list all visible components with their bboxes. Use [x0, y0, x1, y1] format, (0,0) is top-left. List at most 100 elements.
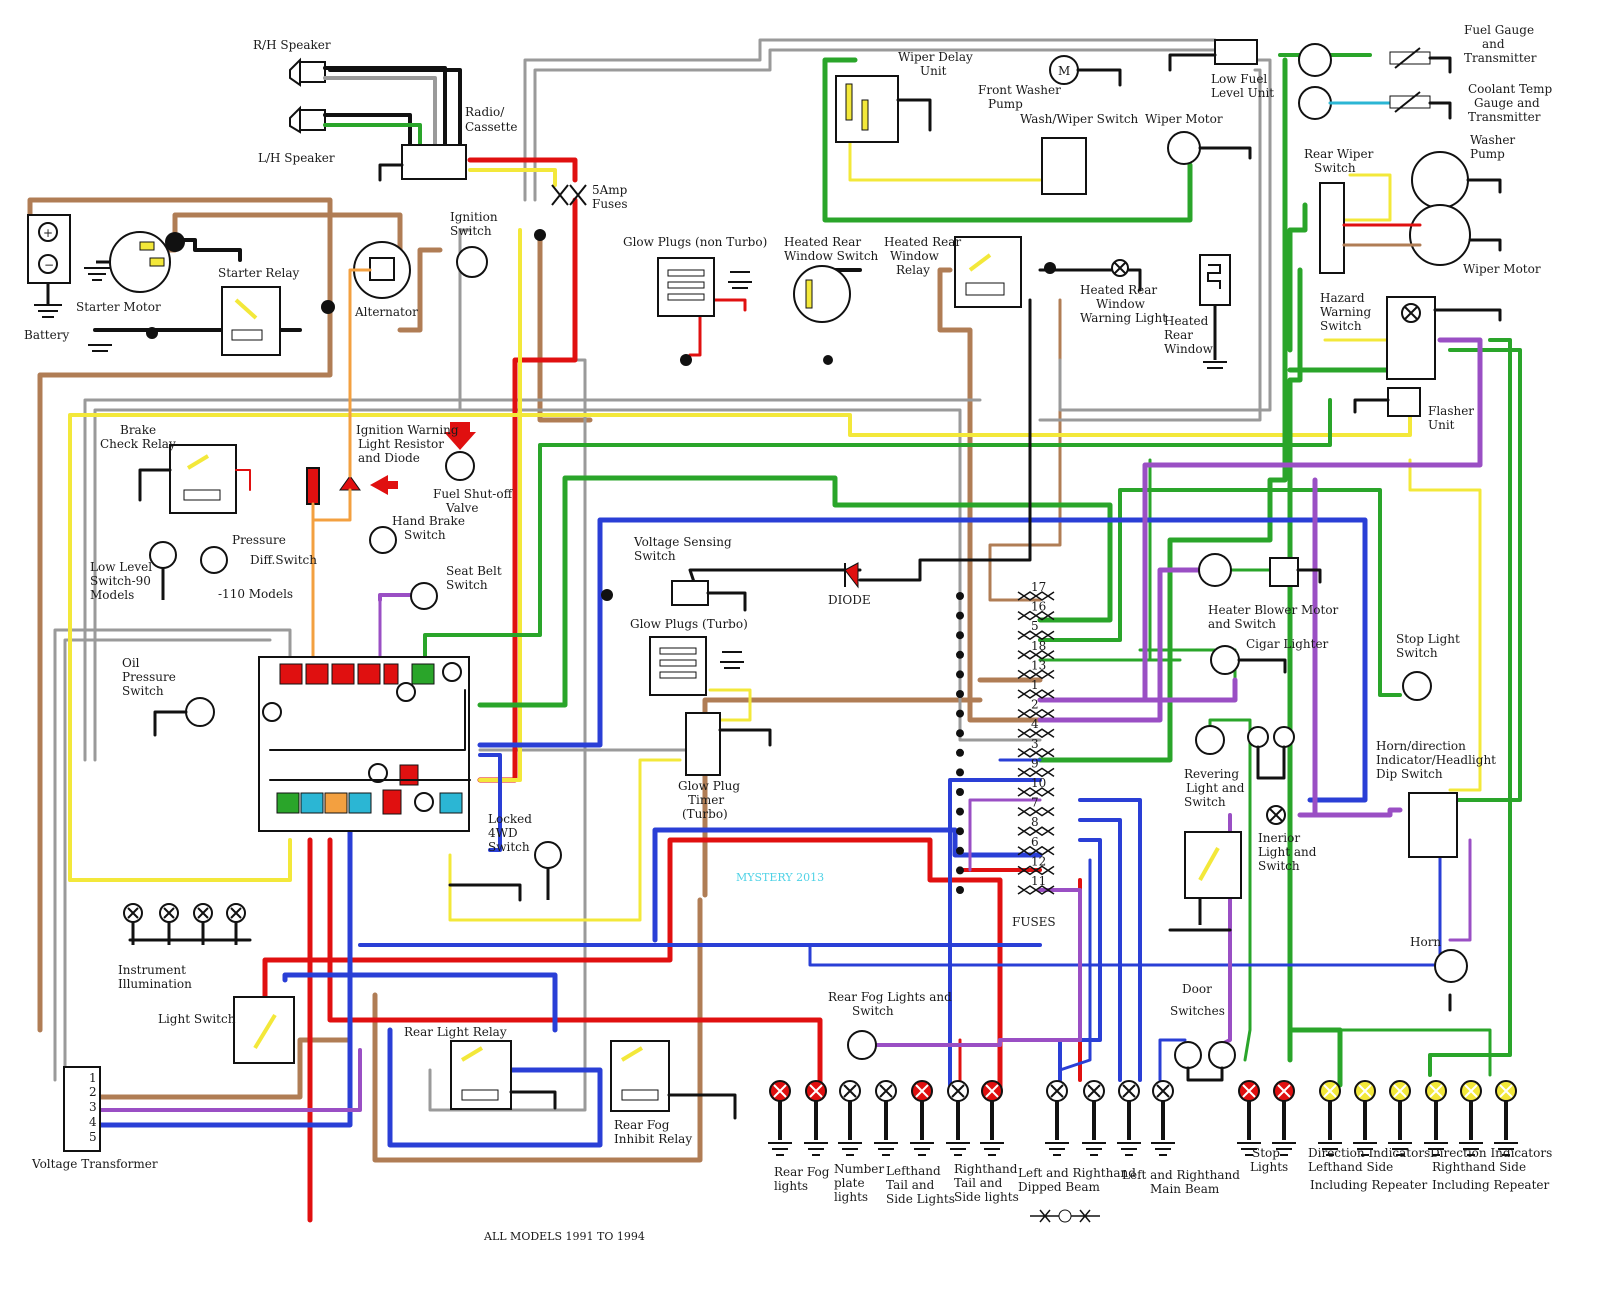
fuse: 16 — [956, 600, 1055, 621]
seat-belt-switch[interactable] — [410, 582, 438, 610]
label-voltage-transformer: Voltage Transformer — [31, 1157, 158, 1171]
fuse-number: 18 — [1031, 639, 1046, 653]
lamp — [1117, 1080, 1141, 1156]
lamp — [1237, 1080, 1261, 1156]
fuse: 4 — [956, 717, 1055, 739]
label-battery: Battery — [24, 328, 69, 342]
lamp — [1272, 1080, 1296, 1156]
arrow-indicator — [370, 475, 398, 495]
fuse: 17 — [956, 580, 1055, 601]
label-diode: DIODE — [828, 593, 871, 607]
svg-text:−: − — [44, 258, 54, 272]
rear-light-relay — [450, 1040, 557, 1110]
lamp — [1045, 1080, 1069, 1156]
label-wash-wiper-switch: Wash/Wiper Switch — [1020, 112, 1139, 126]
fuse-number: 13 — [1031, 658, 1046, 672]
watermark: MYSTERY 2013 — [736, 871, 824, 884]
fuse: 2 — [956, 698, 1055, 719]
label-radio: Radio/Cassette — [465, 105, 518, 134]
lamp — [946, 1080, 970, 1156]
fuse-number: 7 — [1031, 796, 1039, 810]
horn-indicator-dip-switch[interactable] — [1408, 792, 1458, 858]
transformer-pin: 2 — [89, 1085, 97, 1099]
fuse: 6 — [956, 835, 1055, 856]
lamp — [1353, 1080, 1377, 1156]
transformer-pin: 4 — [89, 1115, 97, 1129]
lamp — [1082, 1080, 1106, 1156]
fuse-number: 6 — [1031, 835, 1039, 849]
glow-plug-timer — [685, 712, 772, 776]
heated-rear-window-warning-light — [1111, 259, 1129, 277]
heated-rear-window-switch[interactable] — [793, 265, 851, 365]
heater-blower-motor — [1198, 553, 1322, 587]
lamp — [1459, 1080, 1483, 1156]
fuel-shutoff-valve — [445, 451, 475, 481]
wiper-delay-unit — [835, 75, 932, 143]
ignition-warning-resistor — [306, 268, 372, 662]
mre-logo — [1030, 1209, 1100, 1223]
transformer-pin: 3 — [89, 1100, 97, 1114]
instrument-illumination-lamps — [123, 903, 246, 945]
reversing-light-switch[interactable] — [1195, 725, 1295, 780]
heated-rear-window-relay — [954, 236, 1056, 308]
rear-fog-inhibit-relay — [610, 1040, 737, 1120]
label-rear-light-relay: Rear Light Relay — [404, 1025, 507, 1039]
svg-text:+: + — [43, 226, 53, 240]
fuse: 1 — [956, 678, 1055, 699]
ignition-switch[interactable] — [456, 246, 488, 278]
transformer-pins: 1 2 3 4 5 — [89, 1071, 97, 1144]
oil-pressure-switch — [153, 697, 215, 737]
door-switches[interactable] — [1174, 1041, 1236, 1082]
label-horn: Horn — [1410, 935, 1441, 949]
transformer-pin: 1 — [89, 1071, 97, 1085]
label-fuses: FUSES — [1012, 915, 1056, 929]
voltage-sensing-switch — [601, 580, 747, 612]
stop-light-switch[interactable] — [1402, 671, 1432, 701]
rear-fog-lights-switch[interactable] — [847, 1030, 877, 1060]
fuse-number: 12 — [1031, 854, 1046, 868]
heated-rear-window — [1199, 254, 1231, 369]
coolant-temp-gauge — [1298, 86, 1452, 120]
fuse-number: 16 — [1031, 600, 1046, 614]
lamp — [874, 1080, 898, 1156]
transformer-pin: 5 — [89, 1130, 97, 1144]
wash-wiper-switch[interactable] — [1041, 137, 1087, 195]
wiper-motor-front — [1167, 131, 1252, 165]
hand-brake-switch[interactable] — [369, 526, 397, 554]
labels: R/H Speaker L/H Speaker Radio/Cassette 5… — [24, 23, 1553, 1243]
fuse: 8 — [956, 815, 1055, 837]
lamp-row — [768, 1080, 1518, 1156]
locked-4wd-switch[interactable] — [534, 841, 562, 900]
light-switch[interactable] — [233, 996, 295, 1064]
label-lh-speaker: L/H Speaker — [258, 151, 335, 165]
hazard-warning-switch[interactable] — [1386, 296, 1502, 380]
glow-plugs-non-turbo — [657, 257, 752, 366]
lamp — [838, 1080, 862, 1156]
label-glow-plugs-turbo: Glow Plugs (Turbo) — [630, 617, 748, 631]
lamp — [980, 1080, 1004, 1156]
lamp — [1318, 1080, 1342, 1156]
rear-wiper-switch[interactable] — [1319, 182, 1345, 274]
fuse-number: 3 — [1031, 737, 1039, 751]
